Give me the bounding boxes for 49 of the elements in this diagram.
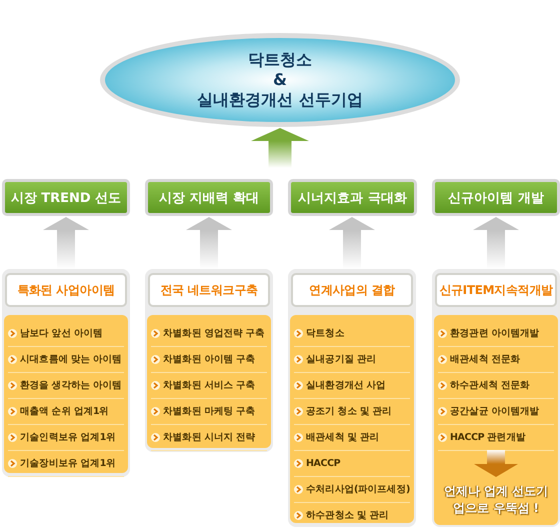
list-item: 실내환경개선 사업 <box>306 379 386 392</box>
header-title: 연계사업의 결합 <box>309 282 395 298</box>
header-box <box>5 273 127 307</box>
header-box <box>435 273 557 307</box>
list-item: 공간살균 아이템개발 <box>450 405 540 418</box>
header-box <box>291 273 413 307</box>
list-item: 공조기 청소 및 관리 <box>306 405 392 418</box>
list-item: 배관세척 및 관리 <box>306 431 380 444</box>
category-box <box>432 179 560 216</box>
list-item: 수처리사업(파이프세정) <box>306 483 410 496</box>
category-title: 시장 지배력 확대 <box>158 190 260 206</box>
list-item: 하수관청소 및 관리 <box>306 509 389 522</box>
list-item: 환경관련 아이템개발 <box>450 327 540 340</box>
item-list-box <box>290 315 414 523</box>
list-item: 환경을 생각하는 아이템 <box>20 379 122 392</box>
title-text: & <box>273 70 287 90</box>
category-title: 시너지효과 극대화 <box>298 190 407 206</box>
list-item: 차별화된 아이템 구축 <box>163 353 256 366</box>
title-text: 실내환경개선 선두기업 <box>197 90 363 110</box>
header-title: 신규ITEM지속적개발 <box>439 282 553 298</box>
item-list-box <box>147 315 271 448</box>
list-item: 기술인력보유 업계1위 <box>20 431 116 444</box>
list-item: HACCP 관련개발 <box>450 431 526 444</box>
category-box <box>288 179 417 216</box>
list-item: 기술장비보유 업계1위 <box>20 457 116 470</box>
list-item: 남보다 앞선 아이템 <box>20 327 103 340</box>
slogan-text: 언제나 업계 선도기업으로 우뚝섬 ! <box>442 483 550 517</box>
header-box <box>148 273 270 307</box>
list-item: 차별화된 마케팅 구축 <box>163 405 256 418</box>
list-item: 차별화된 영업전략 구축 <box>163 327 265 340</box>
list-item: 차별화된 서비스 구축 <box>163 379 256 392</box>
block-arrow <box>251 128 309 168</box>
title-text: 닥트청소 <box>248 50 312 70</box>
category-title: 신규아이템 개발 <box>448 190 544 206</box>
list-item: 배관세척 전문화 <box>450 353 520 366</box>
category-title: 시장 TREND 선도 <box>10 190 122 206</box>
header-title: 특화된 사업아이템 <box>17 282 115 298</box>
category-box <box>145 179 273 216</box>
list-item: 실내공기질 관리 <box>306 353 376 366</box>
category-box <box>2 179 130 216</box>
list-item: 시대흐름에 맞는 아이템 <box>20 353 122 366</box>
list-item: 하수관세척 전문화 <box>450 379 530 392</box>
list-item: 닥트청소 <box>306 327 344 340</box>
header-title: 전국 네트워크구축 <box>160 282 258 298</box>
list-item: 차별화된 시너지 전략 <box>163 431 256 444</box>
block-arrow <box>474 450 518 477</box>
item-list-box <box>434 315 558 525</box>
list-item: HACCP <box>306 458 340 469</box>
list-item: 매출액 순위 업계1위 <box>20 405 109 418</box>
